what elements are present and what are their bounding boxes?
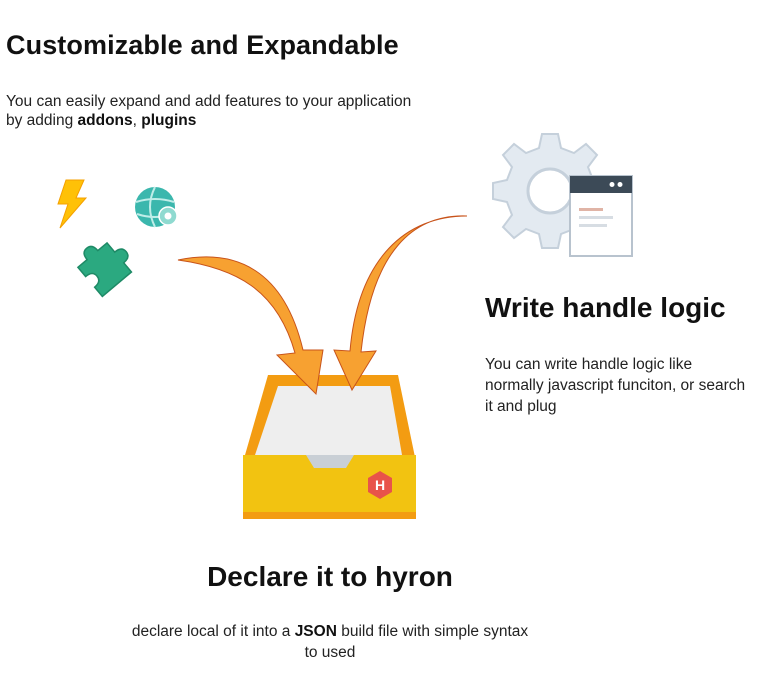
desc-text: You can easily expand and add features t…	[6, 93, 412, 129]
plugins-keyword: plugins	[141, 112, 197, 129]
globe-gear-icon	[135, 186, 178, 228]
section-desc-declare: declare local of it into a JSON build fi…	[130, 621, 530, 663]
section-title-handle-logic: Write handle logic	[485, 292, 726, 323]
addons-keyword: addons	[77, 112, 133, 129]
hyron-logo-letter: H	[374, 477, 386, 493]
section-title-declare: Declare it to hyron	[207, 561, 453, 592]
curved-arrow-icon	[333, 215, 468, 392]
section-desc-customizable: You can easily expand and add features t…	[6, 92, 426, 130]
desc-separator: ,	[132, 112, 142, 129]
desc-text: declare local of it into a	[131, 623, 295, 640]
desc-text: build file with simple syntax to used	[304, 623, 529, 661]
section-desc-handle-logic: You can write handle logic like normally…	[485, 356, 746, 415]
puzzle-piece-icon	[76, 241, 133, 298]
json-keyword: JSON	[294, 623, 337, 640]
section-title-customizable: Customizable and Expandable	[6, 30, 399, 60]
gear-window-icon	[492, 133, 633, 257]
lightning-icon	[57, 179, 88, 229]
curved-arrow-icon	[177, 256, 324, 396]
hyron-hexagon-logo	[368, 471, 392, 499]
inbox-tray-icon	[243, 375, 416, 519]
